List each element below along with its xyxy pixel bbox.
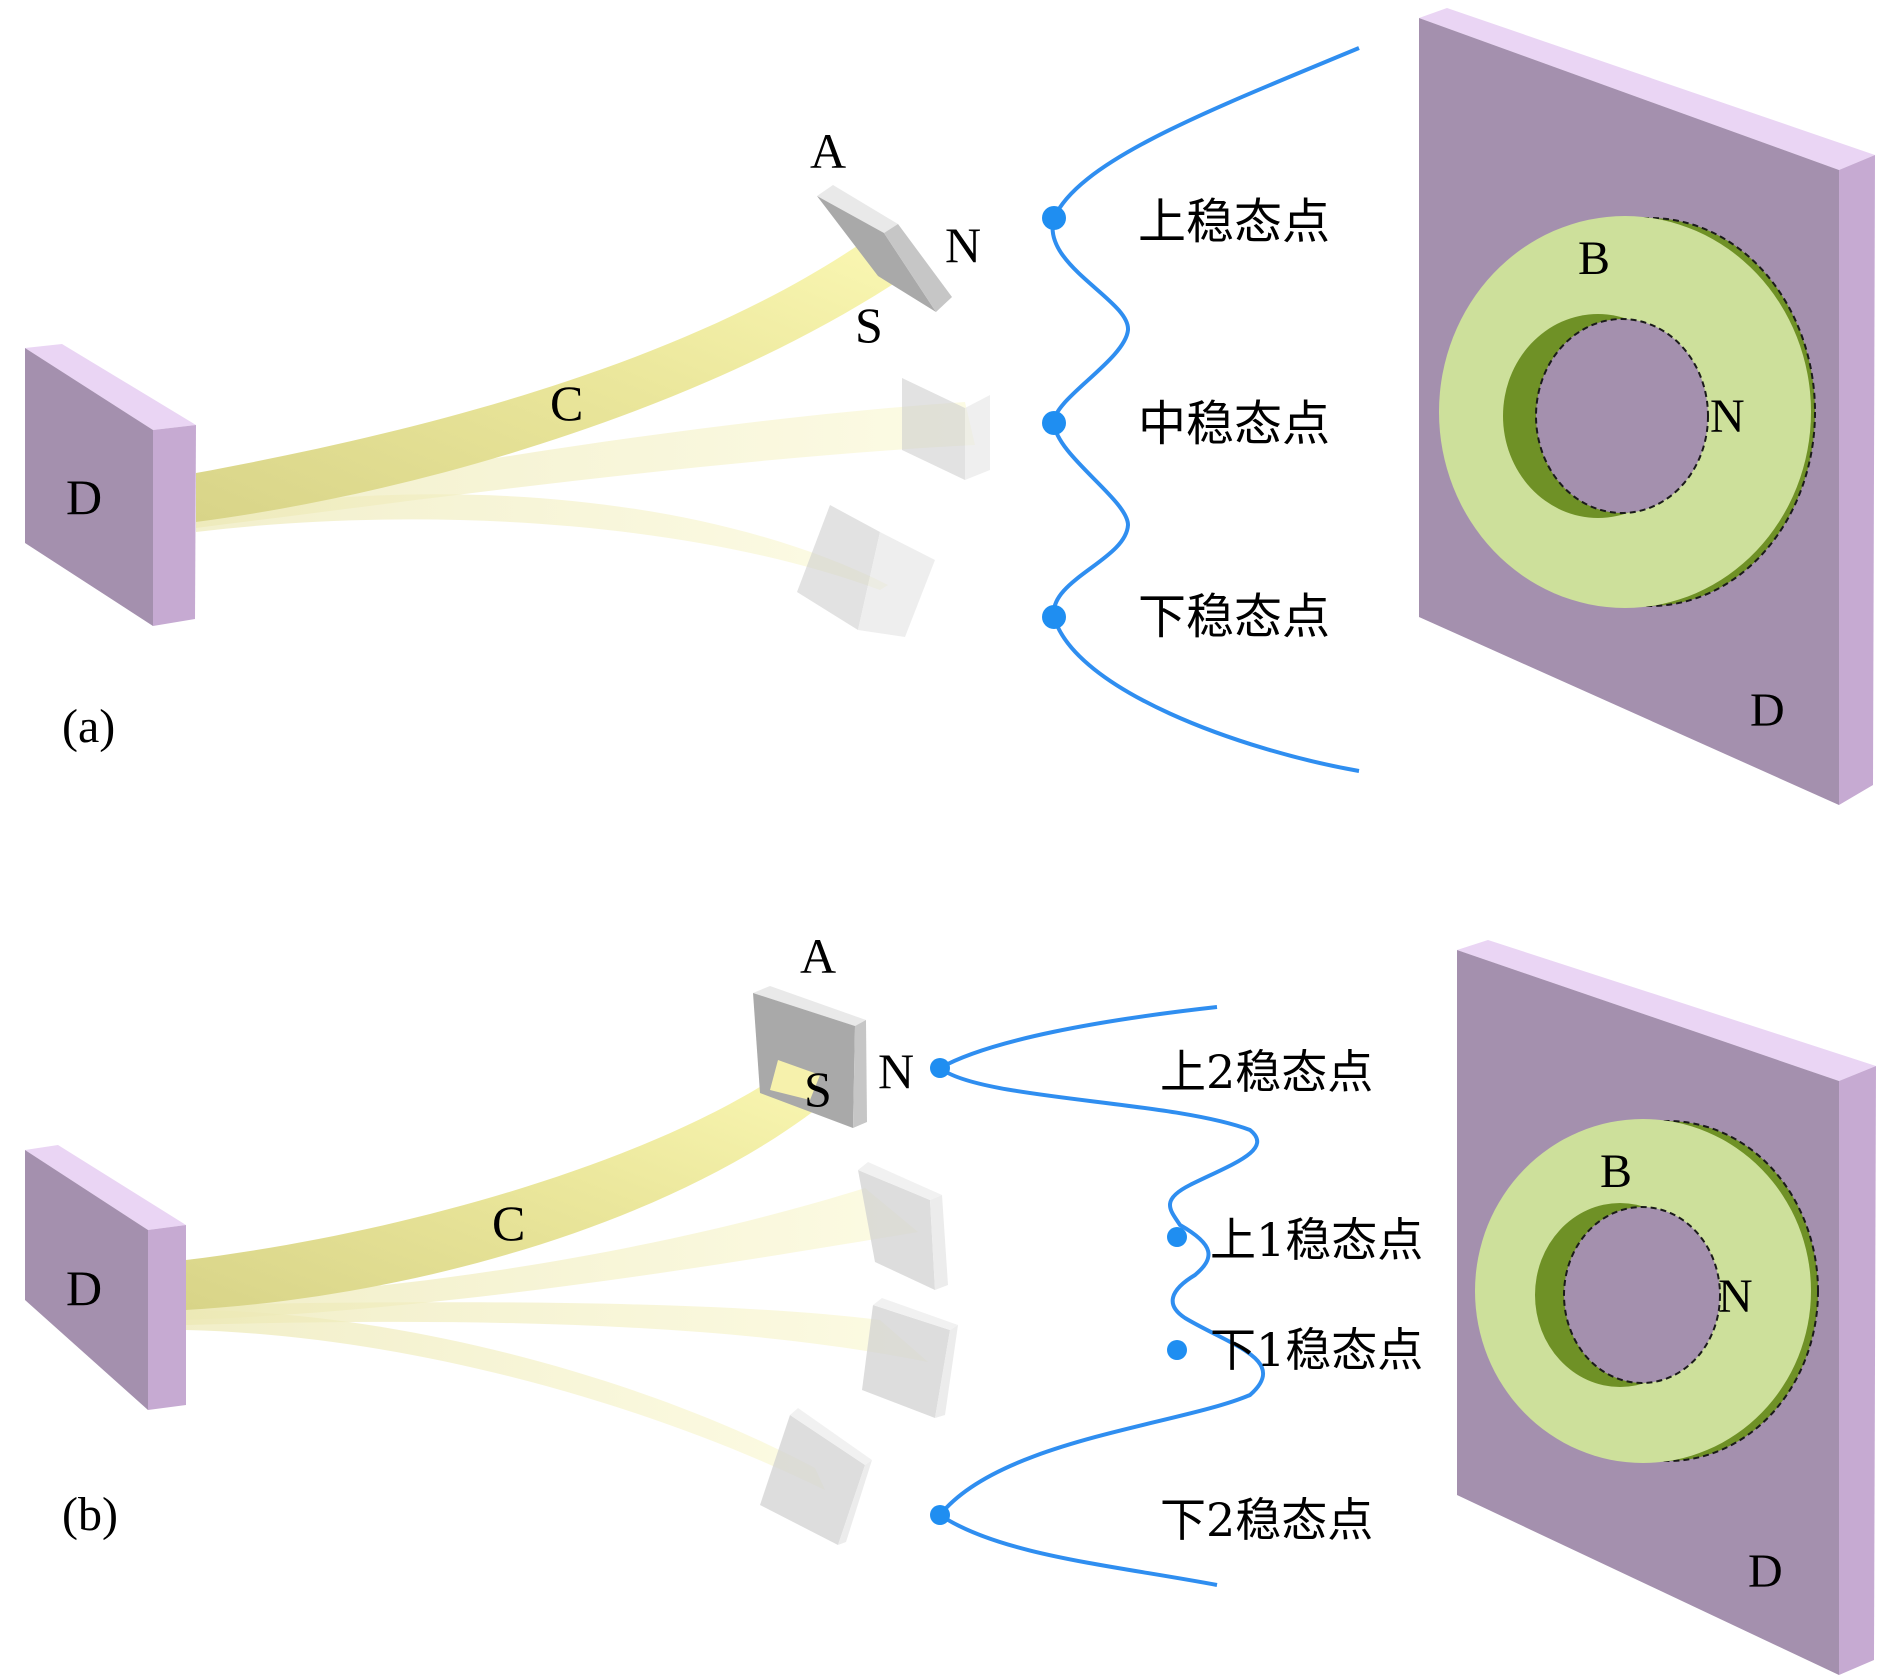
label-north-a: N [945, 217, 981, 273]
magnet-faded-lower-a [797, 505, 935, 637]
state-label-upper-a: 上稳态点 [1138, 194, 1330, 250]
beam-faded-lower-a [196, 494, 888, 590]
plate-side [1839, 155, 1875, 805]
base-block-top [25, 1145, 186, 1230]
ring-plate-b: B N D [1457, 940, 1876, 1675]
label-base-b: D [66, 1260, 102, 1316]
magnet-top-face [817, 185, 898, 233]
magnet-front-face [753, 993, 855, 1128]
state-label-lower1-b: 下1稳态点 [1210, 1323, 1423, 1377]
beam-faded-2-b [186, 1302, 928, 1362]
state-label-lower-a: 下稳态点 [1138, 589, 1330, 645]
ring-magnet-hole [1563, 1206, 1721, 1384]
label-south-a: S [855, 297, 883, 353]
magnet-top-face [753, 986, 866, 1026]
base-block-front [25, 348, 153, 626]
stable-point-upper1-b [1167, 1227, 1187, 1247]
magnet-faded-3-b [760, 1408, 872, 1545]
magnet-b [753, 986, 867, 1128]
label-ring-pole-a: N [1710, 390, 1745, 443]
beam-main-b [186, 1060, 840, 1310]
beam-faded-3-b [186, 1310, 825, 1490]
stable-point-middle-a [1042, 411, 1066, 435]
plate-side [1839, 1066, 1876, 1675]
label-base-a: D [66, 469, 102, 525]
label-plate-b: D [1748, 1545, 1783, 1598]
ring-plate-a: B N D [1419, 8, 1875, 805]
plate-top [1419, 8, 1875, 170]
base-block-side [153, 425, 196, 626]
magnet-a [817, 185, 952, 312]
panel-b: A N S C D (b) 上2稳态点 上1稳态点 下1稳态点 下2稳态点 B … [25, 928, 1876, 1675]
ring-magnet-hole [1535, 318, 1709, 514]
magnet-side-face [884, 224, 952, 312]
label-magnet-b: A [800, 928, 836, 984]
panel-a: A N S C D (a) 上稳态点 中稳态点 下稳态点 B N D [25, 8, 1875, 805]
label-ring-a: B [1578, 232, 1610, 285]
label-beam-b: C [492, 1195, 525, 1251]
potential-curve-b [936, 1005, 1266, 1587]
state-label-middle-a: 中稳态点 [1138, 396, 1330, 452]
label-north-b: N [878, 1043, 914, 1099]
state-label-upper2-b: 上2稳态点 [1160, 1045, 1373, 1099]
panel-label-a: (a) [62, 700, 115, 753]
magnet-front-face [817, 196, 936, 312]
base-block-b [25, 1145, 186, 1410]
plate-top [1457, 940, 1876, 1081]
stable-point-lower-a [1042, 605, 1066, 629]
magnet-side-face [853, 1020, 867, 1128]
base-block-a [25, 344, 196, 626]
beam-main-a [196, 230, 907, 522]
stable-point-upper-a [1042, 206, 1066, 230]
label-south-b: S [804, 1061, 832, 1117]
magnet-faded-2-b [862, 1298, 958, 1418]
label-ring-pole-b: N [1718, 1270, 1753, 1323]
stable-point-lower2-b [930, 1505, 950, 1525]
base-block-top [25, 344, 196, 430]
stable-point-upper2-b [930, 1058, 950, 1078]
stable-point-lower1-b [1167, 1340, 1187, 1360]
panel-label-b: (b) [62, 1488, 118, 1541]
label-magnet-a: A [810, 123, 846, 179]
state-label-upper1-b: 上1稳态点 [1210, 1213, 1423, 1267]
label-plate-a: D [1750, 684, 1785, 737]
label-beam-a: C [550, 375, 583, 431]
magnet-faded-1-b [858, 1162, 948, 1290]
base-block-side [148, 1225, 186, 1410]
beam-tip-b [770, 1060, 820, 1100]
base-block-front [25, 1150, 148, 1410]
magnet-faded-middle-a [902, 378, 990, 480]
state-label-lower2-b: 下2稳态点 [1160, 1493, 1373, 1547]
label-ring-b: B [1600, 1145, 1632, 1198]
